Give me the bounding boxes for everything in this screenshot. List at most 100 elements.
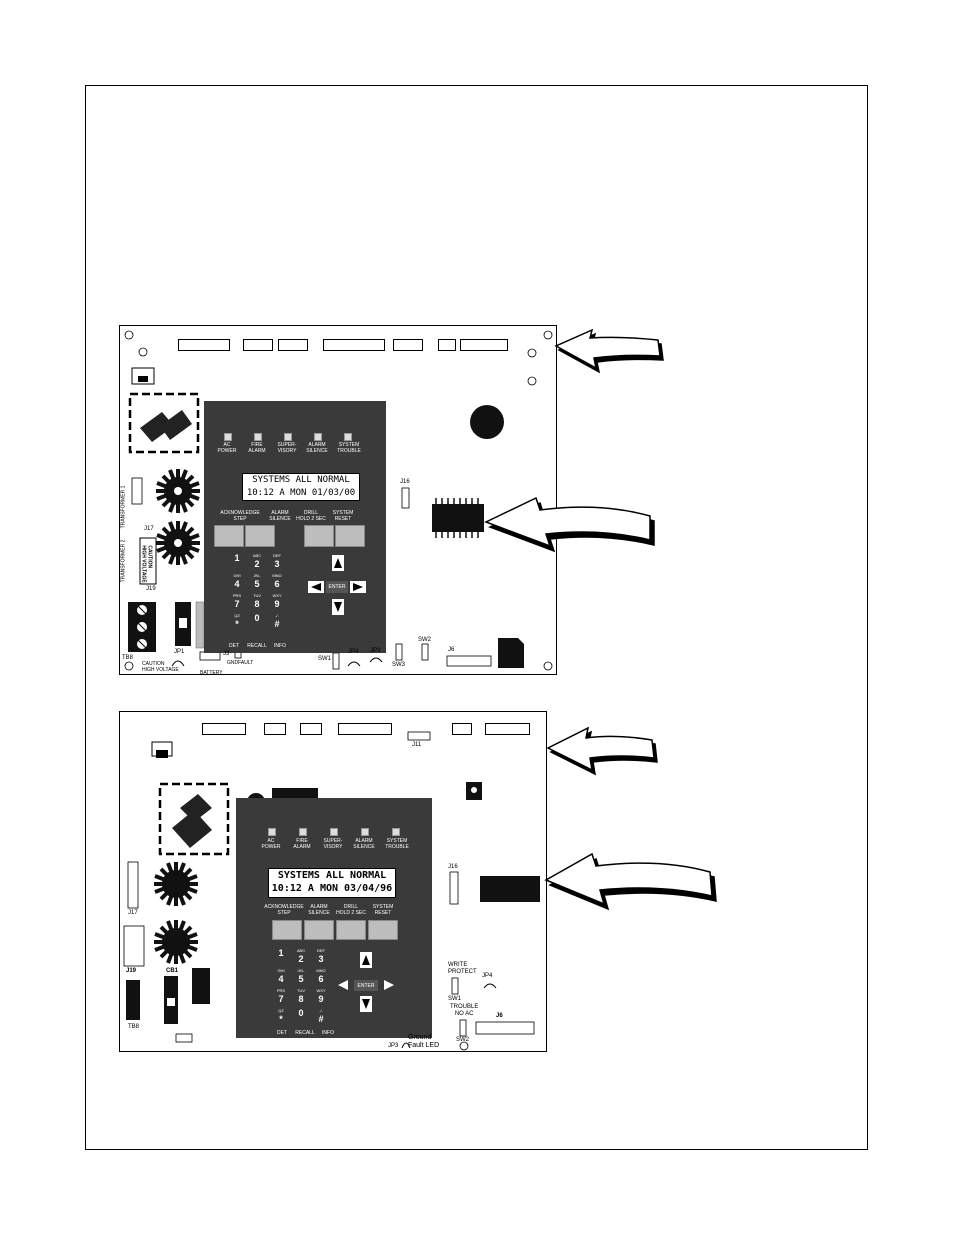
label-tb8: TB8 — [122, 655, 134, 661]
label-j17: J17 — [144, 526, 154, 532]
acknowledge-step-button[interactable] — [272, 920, 302, 940]
keypad-key[interactable]: -/.# — [314, 1008, 328, 1024]
keypad-key-digit: 8 — [298, 994, 304, 1004]
keypad-key[interactable]: 1 — [230, 553, 244, 569]
label-j16: J16 — [400, 479, 410, 485]
label-system-reset: SYSTEM RESET — [372, 904, 394, 916]
label-alarm-silence-button: ALARM SILENCE — [308, 904, 330, 916]
figure-frame — [85, 85, 868, 1150]
keypad-key[interactable]: QZ* — [274, 1008, 288, 1024]
keypad-key-digit: * — [235, 619, 239, 629]
keypad-key[interactable]: -/.# — [270, 613, 284, 629]
label-jp3: JP3 — [388, 1043, 399, 1049]
keypad-key-letters: JKL — [253, 573, 261, 578]
label-j11: J11 — [412, 742, 422, 748]
label-system-trouble: SYSTEM TROUBLE — [385, 838, 409, 850]
keypad-key[interactable]: QZ* — [230, 613, 244, 629]
label-caution-bottom: CAUTION HIGH VOLTAGE — [142, 661, 179, 673]
keypad-key-digit: 2 — [254, 559, 260, 569]
keypad-key-letters: JKL — [297, 968, 305, 973]
lcd-display: SYSTEMS ALL NORMAL 10:12 A MON 03/04/96 — [268, 868, 396, 898]
terminal-strip — [243, 339, 273, 351]
arrow-icon — [546, 726, 658, 776]
keypad-key-letters: -/. — [275, 613, 279, 618]
label-j19: J19 — [146, 586, 156, 592]
keypad-key-digit: 4 — [234, 579, 240, 589]
label-j3: J3 — [223, 651, 230, 657]
terminal-strip — [323, 339, 385, 351]
enter-key[interactable]: ENTER — [328, 584, 346, 590]
terminal-strip — [393, 339, 423, 351]
keypad-key-digit: 2 — [298, 954, 304, 964]
label-battery: BATTERY — [200, 670, 223, 676]
keypad-key-digit: 1 — [278, 948, 284, 958]
label-supervisory: SUPER- VISORY — [323, 838, 343, 850]
acknowledge-step-button[interactable] — [214, 525, 244, 547]
enter-key[interactable]: ENTER — [357, 983, 375, 989]
keypad-key-letters: QZ — [278, 1008, 284, 1013]
keypad-key-letters: TUV — [297, 988, 305, 993]
keypad-key-digit: # — [274, 619, 280, 629]
label-jp4: JP4 — [482, 973, 493, 979]
terminal-strip — [485, 723, 530, 735]
label-fire-alarm: FIRE ALARM — [248, 442, 266, 454]
terminal-strip — [460, 339, 508, 351]
label-system-reset: SYSTEM RESET — [332, 510, 354, 522]
keypad-key-digit: 9 — [318, 994, 324, 1004]
label-cb1: CB1 — [166, 968, 179, 974]
drill-button[interactable] — [336, 920, 366, 940]
keypad-key-letters: TUV — [253, 593, 261, 598]
label-acknowledge-step: ACKNOWLEDGE STEP — [264, 904, 304, 916]
lcd-line-1: SYSTEMS ALL NORMAL — [252, 475, 350, 485]
keypad-key-letters: PRS — [232, 593, 242, 598]
drill-button[interactable] — [304, 525, 334, 547]
label-acknowledge-step: ACKNOWLEDGE STEP — [220, 510, 260, 522]
keypad-key-letters: MNO — [316, 968, 326, 973]
label-info: INFO — [274, 643, 286, 649]
led-system-trouble — [344, 433, 352, 441]
keypad-key-digit: 9 — [274, 599, 280, 609]
keypad-key-digit: 7 — [278, 994, 284, 1004]
alarm-silence-button[interactable] — [304, 920, 334, 940]
keypad-key-digit: * — [279, 1014, 283, 1024]
keypad-key[interactable]: 1 — [274, 948, 288, 964]
keypad-key-digit: 6 — [274, 579, 280, 589]
keypad-key-letters: ABC — [296, 948, 306, 953]
lcd-line-2: 10:12 A MON 01/03/00 — [246, 488, 356, 498]
keypad-key-letters: QZ — [234, 613, 240, 618]
label-jp4: JP4 — [348, 649, 359, 655]
keypad-key[interactable]: 0 — [250, 613, 264, 629]
lcd-display: SYSTEMS ALL NORMAL 10:12 A MON 01/03/00 — [242, 473, 360, 501]
keypad-key[interactable]: 0 — [294, 1008, 308, 1024]
keypad-key-letters: PRS — [276, 988, 286, 993]
led-fire-alarm — [254, 433, 262, 441]
label-alarm-silence-button: ALARM SILENCE — [269, 510, 291, 522]
alarm-silence-button[interactable] — [245, 525, 275, 547]
system-reset-button[interactable] — [335, 525, 365, 547]
keypad-key-letters: WXY — [272, 593, 282, 598]
terminal-strip — [264, 723, 286, 735]
keypad-key-digit: 3 — [318, 954, 324, 964]
led-supervisory — [330, 828, 338, 836]
system-reset-button[interactable] — [368, 920, 398, 940]
label-drill: DRILL HOLD 2 SEC — [336, 904, 366, 916]
led-ac-power — [268, 828, 276, 836]
terminal-strip — [278, 339, 308, 351]
